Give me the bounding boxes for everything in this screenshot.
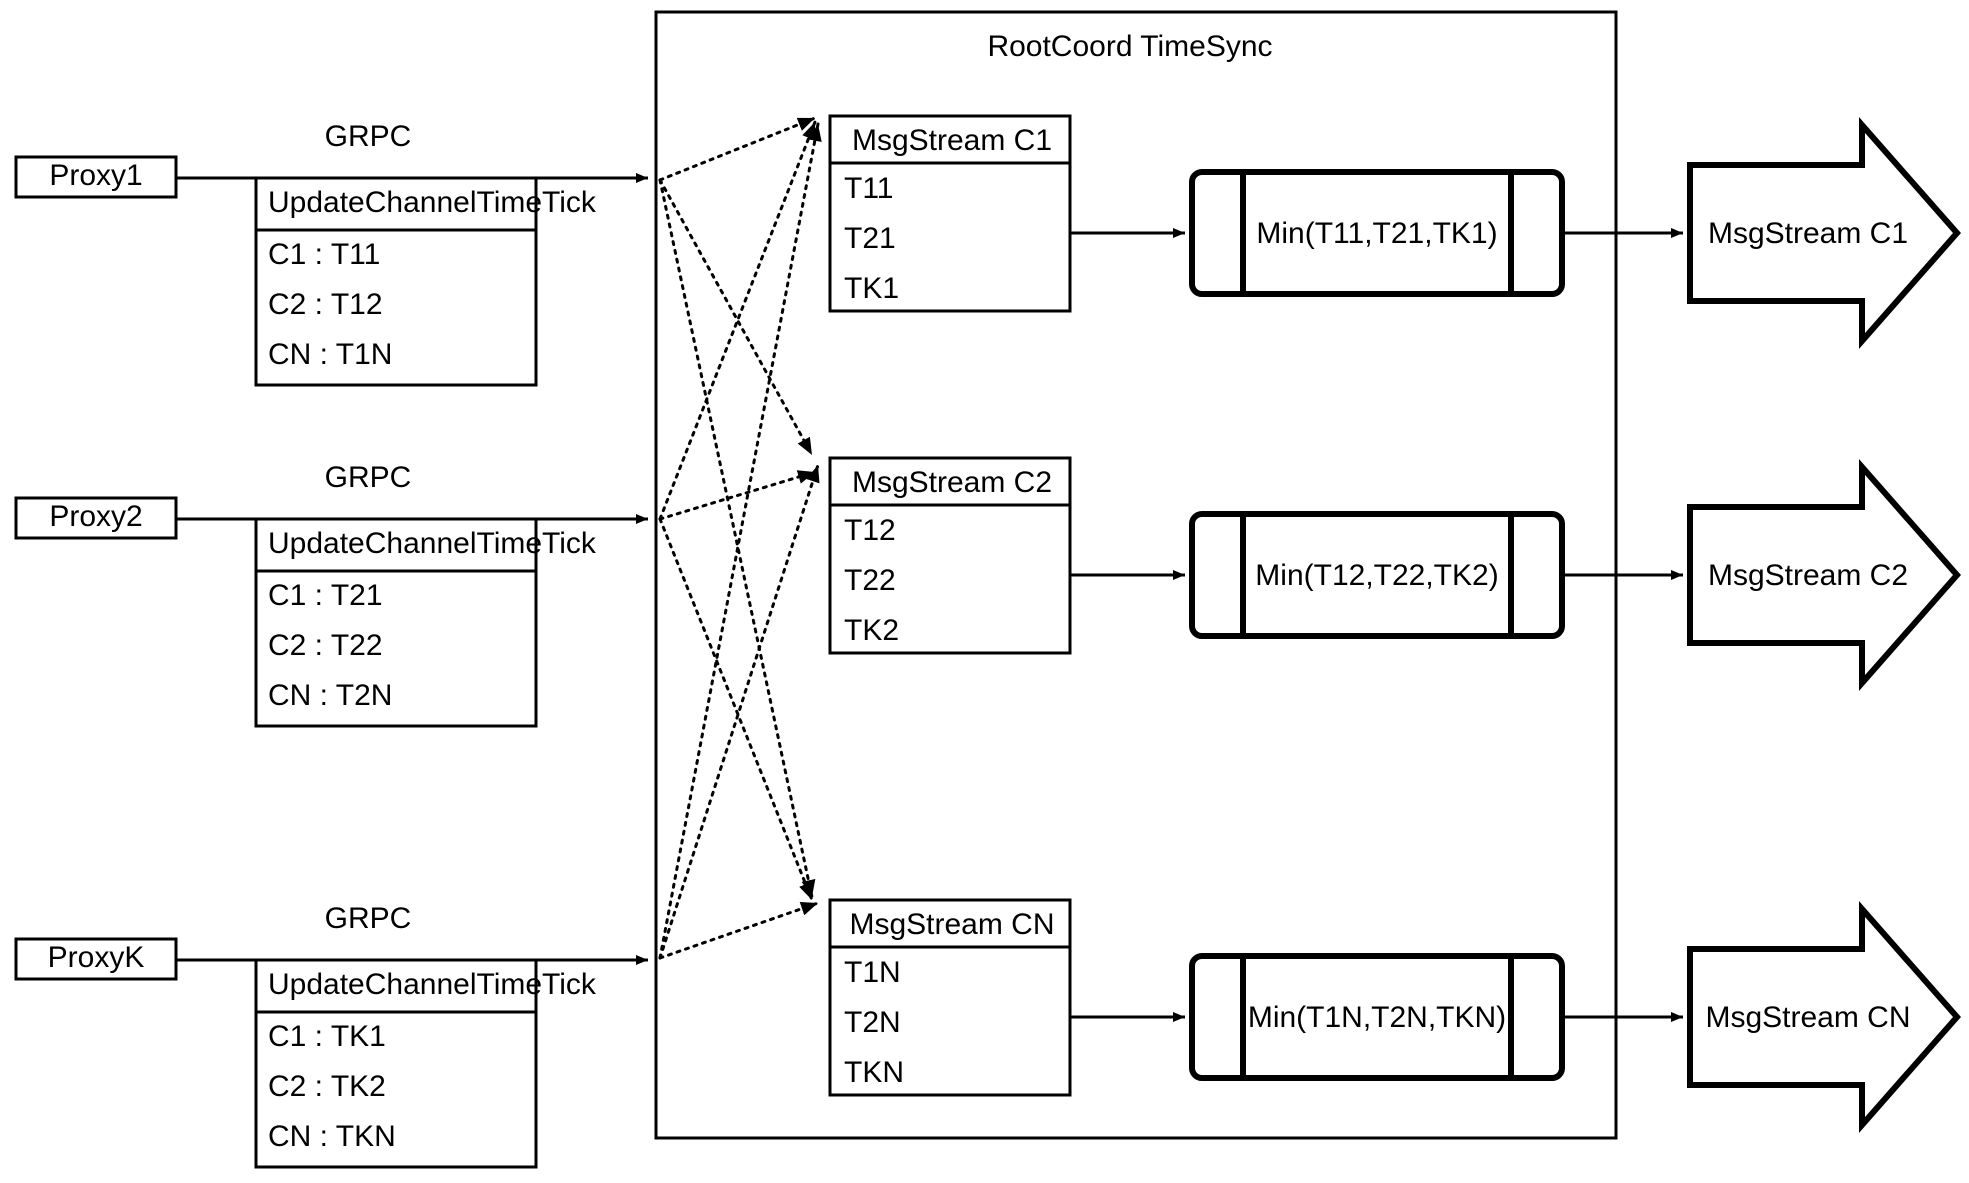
fanout-link-pk-c1 bbox=[658, 122, 822, 960]
update-tick-row-3-0: C1 : TK1 bbox=[268, 1020, 386, 1053]
output-label-1: MsgStream C1 bbox=[1708, 217, 1908, 250]
output-label-2: MsgStream C2 bbox=[1708, 559, 1908, 592]
channel-1: MsgStream C1 T11 T21 TK1 Min(T11,T21,TK1… bbox=[828, 114, 1961, 349]
msgstream-header-2: MsgStream C2 bbox=[852, 466, 1052, 499]
container-title: RootCoord TimeSync bbox=[987, 30, 1272, 63]
proxy-group-2: GRPC Proxy2 UpdateChannelTimeTick C1 : T… bbox=[14, 461, 648, 728]
msgstream-header-n: MsgStream CN bbox=[849, 908, 1054, 941]
grpc-label-2: GRPC bbox=[325, 461, 412, 494]
output-label-n: MsgStream CN bbox=[1705, 1001, 1910, 1034]
channel-2: MsgStream C2 T12 T22 TK2 Min(T12,T22,TK2… bbox=[828, 456, 1961, 691]
update-tick-row-1-1: C2 : T12 bbox=[268, 288, 383, 321]
reducer-label-1: Min(T11,T21,TK1) bbox=[1256, 217, 1497, 250]
proxy-box-1[interactable] bbox=[14, 155, 178, 199]
msgstream-row-n-0: T1N bbox=[844, 956, 901, 989]
update-tick-row-1-2: CN : T1N bbox=[268, 338, 392, 371]
output-arrow-2 bbox=[1687, 459, 1961, 691]
msgstream-row-n-2: TKN bbox=[844, 1056, 904, 1089]
proxy-box-3[interactable] bbox=[14, 937, 178, 981]
update-tick-row-2-0: C1 : T21 bbox=[268, 579, 383, 612]
update-tick-header-2: UpdateChannelTimeTick bbox=[268, 527, 597, 560]
fanout-link-pk-c2 bbox=[658, 463, 820, 960]
update-tick-row-3-1: C2 : TK2 bbox=[268, 1070, 386, 1103]
update-tick-box-1 bbox=[254, 176, 538, 387]
update-tick-row-3-2: CN : TKN bbox=[268, 1120, 396, 1153]
update-tick-row-1-0: C1 : T11 bbox=[268, 238, 380, 271]
update-tick-box-2 bbox=[254, 517, 538, 728]
fanout-link-p2-cn bbox=[658, 517, 814, 902]
timetick-fanout-links bbox=[658, 116, 822, 960]
msgstream-header-1: MsgStream C1 bbox=[852, 124, 1052, 157]
fanout-link-pk-cn bbox=[658, 901, 820, 960]
update-tick-row-2-1: C2 : T22 bbox=[268, 629, 383, 662]
msgstream-box-1 bbox=[828, 114, 1072, 313]
grpc-label-1: GRPC bbox=[325, 120, 412, 153]
fanout-link-p1-c1 bbox=[658, 116, 817, 182]
msgstream-row-2-1: T22 bbox=[844, 564, 896, 597]
output-arrow-n bbox=[1687, 901, 1961, 1133]
proxy-label-1: Proxy1 bbox=[49, 159, 142, 192]
fanout-link-p1-cn bbox=[658, 178, 816, 899]
update-tick-row-2-2: CN : T2N bbox=[268, 679, 392, 712]
msgstream-row-2-0: T12 bbox=[844, 514, 896, 547]
msgstream-box-2 bbox=[828, 456, 1072, 655]
fanout-link-p1-c2 bbox=[658, 178, 814, 457]
proxy-label-2: Proxy2 bbox=[49, 500, 142, 533]
msgstream-row-n-1: T2N bbox=[844, 1006, 901, 1039]
msgstream-row-1-2: TK1 bbox=[844, 272, 899, 305]
update-tick-header-3: UpdateChannelTimeTick bbox=[268, 968, 597, 1001]
fanout-link-p2-c2 bbox=[658, 470, 817, 521]
msgstream-row-2-2: TK2 bbox=[844, 614, 899, 647]
output-arrow-1 bbox=[1687, 117, 1961, 349]
msgstream-box-n bbox=[828, 898, 1072, 1097]
msgstream-row-1-1: T21 bbox=[844, 222, 896, 255]
proxy-group-3: GRPC ProxyK UpdateChannelTimeTick C1 : T… bbox=[14, 902, 648, 1169]
grpc-label-3: GRPC bbox=[325, 902, 412, 935]
update-tick-header-1: UpdateChannelTimeTick bbox=[268, 186, 597, 219]
channel-n: MsgStream CN T1N T2N TKN Min(T1N,T2N,TKN… bbox=[828, 898, 1961, 1133]
update-tick-box-3 bbox=[254, 958, 538, 1169]
msgstream-row-1-0: T11 bbox=[844, 172, 893, 205]
reducer-label-n: Min(T1N,T2N,TKN) bbox=[1248, 1001, 1506, 1034]
fanout-link-p2-c1 bbox=[658, 120, 817, 521]
proxy-label-3: ProxyK bbox=[48, 941, 145, 974]
reducer-label-2: Min(T12,T22,TK2) bbox=[1255, 559, 1498, 592]
proxy-group-1: GRPC Proxy1 UpdateChannelTimeTick C1 : T… bbox=[14, 120, 648, 387]
